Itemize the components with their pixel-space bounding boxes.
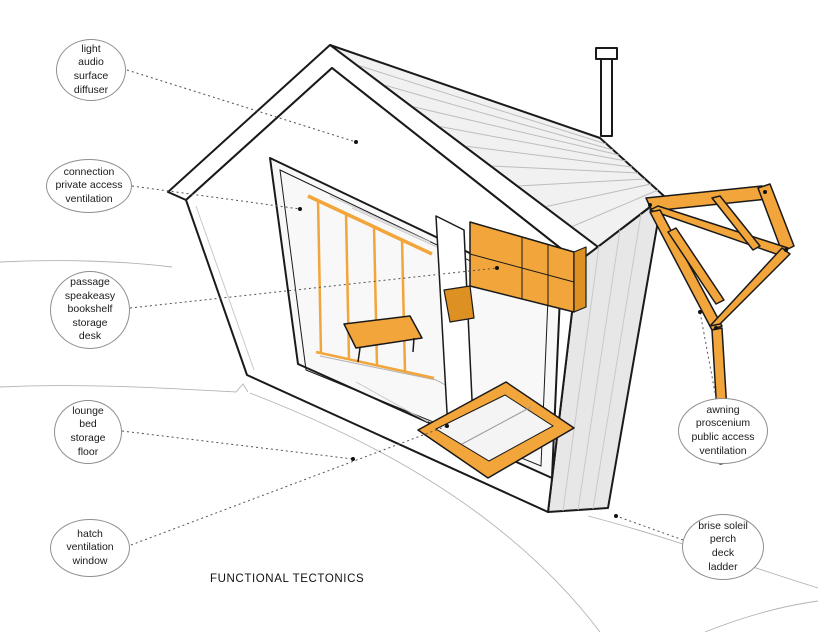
cabin-drawing bbox=[167, 44, 665, 513]
callout-light-diffuser: light audio surface diffuser bbox=[56, 39, 126, 101]
callout-lounge-label: lounge bed storage floor bbox=[70, 404, 106, 458]
callout-lounge: lounge bed storage floor bbox=[54, 400, 122, 464]
callout-awning: awning proscenium public access ventilat… bbox=[678, 398, 768, 464]
floor-hatch-window bbox=[417, 381, 575, 479]
glazed-window-wall bbox=[307, 194, 435, 380]
diagram-title: FUNCTIONAL TECTONICS bbox=[210, 573, 365, 585]
callout-passage: passage speakeasy bookshelf storage desk bbox=[50, 271, 130, 349]
leader-lines bbox=[121, 69, 717, 546]
bench bbox=[343, 315, 423, 363]
callout-light-diffuser-label: light audio surface diffuser bbox=[73, 42, 109, 96]
callout-awning-label: awning proscenium public access ventilat… bbox=[691, 403, 755, 457]
shelving-unit bbox=[443, 221, 587, 323]
callout-passage-label: passage speakeasy bookshelf storage desk bbox=[64, 275, 116, 343]
callout-brise-soleil-label: brise soleil perch deck ladder bbox=[698, 519, 748, 573]
ground-contour-lines bbox=[0, 260, 818, 632]
callout-hatch: hatch ventilation window bbox=[50, 519, 130, 577]
callout-brise-soleil: brise soleil perch deck ladder bbox=[682, 514, 764, 580]
callout-connection: connection private access ventilation bbox=[46, 159, 132, 213]
callout-hatch-label: hatch ventilation window bbox=[66, 527, 114, 567]
deck-truss bbox=[645, 183, 795, 465]
desk bbox=[443, 285, 475, 323]
callout-connection-label: connection private access ventilation bbox=[55, 165, 123, 205]
chimney bbox=[595, 47, 618, 137]
